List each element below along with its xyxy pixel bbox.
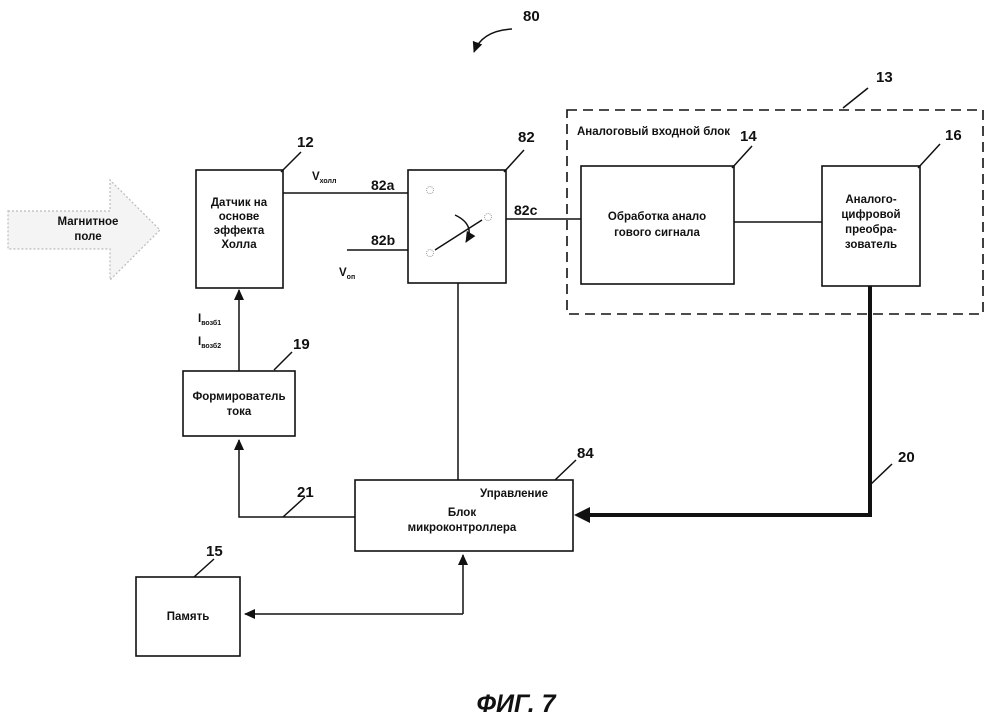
- hall-sensor-line-2: основе: [219, 211, 260, 223]
- figure-caption: ФИГ. 7: [476, 690, 556, 718]
- magnetic-field-arrow: Магнитное поле: [8, 180, 160, 280]
- controller-line-1: Блок: [448, 507, 476, 519]
- bus-arrowhead: [574, 507, 590, 523]
- signal-iexc2: Iвозб2: [198, 336, 221, 350]
- adc-ref-leader: [918, 144, 940, 168]
- magnetic-field-label-2: поле: [74, 231, 101, 243]
- adc-line-4: зователь: [845, 239, 897, 251]
- port-82c: 82c: [514, 202, 538, 218]
- switch-block: [408, 170, 506, 283]
- controller-ref: 84: [577, 445, 594, 462]
- adc-line-2: цифровой: [841, 209, 900, 221]
- processing-line-2: гового сигнала: [614, 227, 700, 239]
- memory-label: Память: [167, 611, 210, 623]
- controller-ref-leader: [555, 460, 576, 480]
- switch-ref: 82: [518, 129, 535, 146]
- shaper-ref-leader: [274, 352, 292, 370]
- wire-mcu-to-shaper: [239, 440, 355, 517]
- shaper-ref: 19: [293, 336, 310, 353]
- signal-iexc1: Iвозб1: [198, 313, 221, 327]
- hall-sensor-block: Датчик на основе эффекта Холла: [196, 170, 283, 288]
- bus-adc-to-mcu: [584, 286, 870, 515]
- hall-sensor-ref: 12: [297, 134, 314, 151]
- memory-ref: 15: [206, 543, 223, 560]
- analog-block-ref-leader: [843, 88, 868, 108]
- switch-contact-c: [485, 214, 492, 221]
- hall-sensor-ref-leader: [281, 152, 301, 172]
- processing-ref-leader: [732, 146, 752, 168]
- microcontroller-block: Управление Блок микроконтроллера: [355, 480, 573, 551]
- current-shaper-block: Формирователь тока: [183, 371, 295, 436]
- magnetic-field-label-1: Магнитное: [58, 216, 119, 228]
- adc-line-1: Аналого-: [845, 194, 896, 206]
- memory-block: Память: [136, 577, 240, 656]
- processing-ref: 14: [740, 128, 757, 145]
- adc-block: Аналого- цифровой преобра- зователь: [822, 166, 920, 286]
- controller-title: Управление: [480, 488, 548, 500]
- signal-processing-block: Обработка анало гового сигнала: [581, 166, 734, 284]
- wire-21-ref: 21: [297, 484, 314, 501]
- adc-ref: 16: [945, 127, 962, 144]
- current-shaper-line-2: тока: [227, 406, 252, 418]
- switch-ref-leader: [504, 150, 524, 172]
- memory-ref-leader: [194, 559, 214, 577]
- hall-sensor-line-3: эффекта: [214, 225, 265, 237]
- adc-line-3: преобра-: [845, 224, 897, 236]
- switch-contact-b: [427, 250, 434, 257]
- hall-sensor-line-1: Датчик на: [211, 197, 268, 209]
- bus-20-ref: 20: [898, 449, 915, 466]
- signal-vhall: Vхолл: [312, 171, 336, 185]
- processing-line-1: Обработка анало: [608, 211, 706, 223]
- signal-vref: Vоп: [339, 267, 355, 281]
- current-shaper-line-1: Формирователь: [192, 391, 285, 403]
- port-82a: 82a: [371, 177, 395, 193]
- switch-contact-a: [427, 187, 434, 194]
- reference-arrow: [474, 29, 512, 52]
- figure-reference-80: 80: [523, 8, 540, 25]
- analog-input-block-label: Аналоговый входной блок: [577, 126, 730, 138]
- controller-line-2: микроконтроллера: [408, 522, 517, 534]
- hall-sensor-line-4: Холла: [221, 239, 257, 251]
- port-82b: 82b: [371, 232, 395, 248]
- analog-block-ref: 13: [876, 69, 893, 86]
- bus-20-ref-leader: [870, 464, 892, 485]
